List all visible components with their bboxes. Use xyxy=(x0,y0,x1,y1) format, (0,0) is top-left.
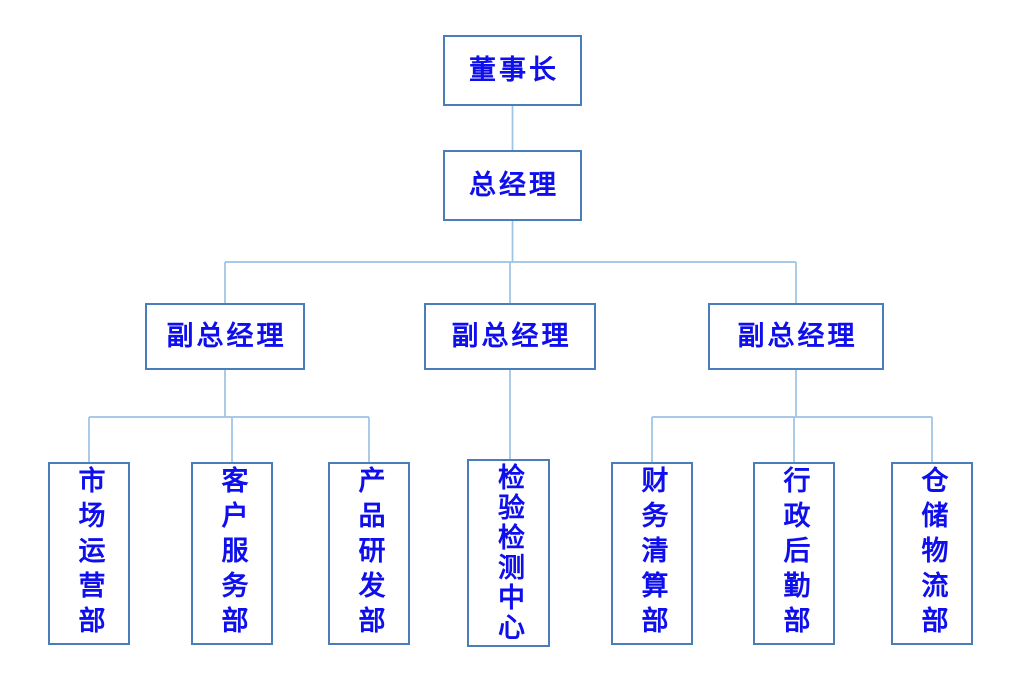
node-dept-marketing-label: 市场运营部 xyxy=(73,466,105,641)
node-dept-testing-center: 检验检测中心 xyxy=(467,459,550,647)
node-chairman: 董事长 xyxy=(443,35,582,106)
node-dept-admin-label: 行政后勤部 xyxy=(778,466,810,641)
node-deputy-1-label: 副总经理 xyxy=(166,321,287,352)
node-deputy-2: 副总经理 xyxy=(424,303,596,370)
node-dept-marketing: 市场运营部 xyxy=(48,462,130,645)
node-dept-finance-label: 财务清算部 xyxy=(636,466,668,641)
node-deputy-3: 副总经理 xyxy=(708,303,884,370)
node-deputy-3-label: 副总经理 xyxy=(737,321,858,352)
node-dept-finance: 财务清算部 xyxy=(611,462,693,645)
node-chairman-label: 董事长 xyxy=(469,55,559,86)
node-dept-customer-service: 客户服务部 xyxy=(191,462,273,645)
node-dept-rd: 产品研发部 xyxy=(328,462,410,645)
node-dept-admin: 行政后勤部 xyxy=(753,462,835,645)
node-dept-testing-center-label: 检验检测中心 xyxy=(493,463,524,643)
node-dept-customer-service-label: 客户服务部 xyxy=(216,466,248,641)
node-deputy-2-label: 副总经理 xyxy=(451,321,572,352)
node-deputy-1: 副总经理 xyxy=(145,303,305,370)
node-general-manager-label: 总经理 xyxy=(469,170,559,201)
node-general-manager: 总经理 xyxy=(443,150,582,221)
node-dept-rd-label: 产品研发部 xyxy=(353,466,385,641)
node-dept-warehouse: 仓储物流部 xyxy=(891,462,973,645)
node-dept-warehouse-label: 仓储物流部 xyxy=(916,466,948,641)
